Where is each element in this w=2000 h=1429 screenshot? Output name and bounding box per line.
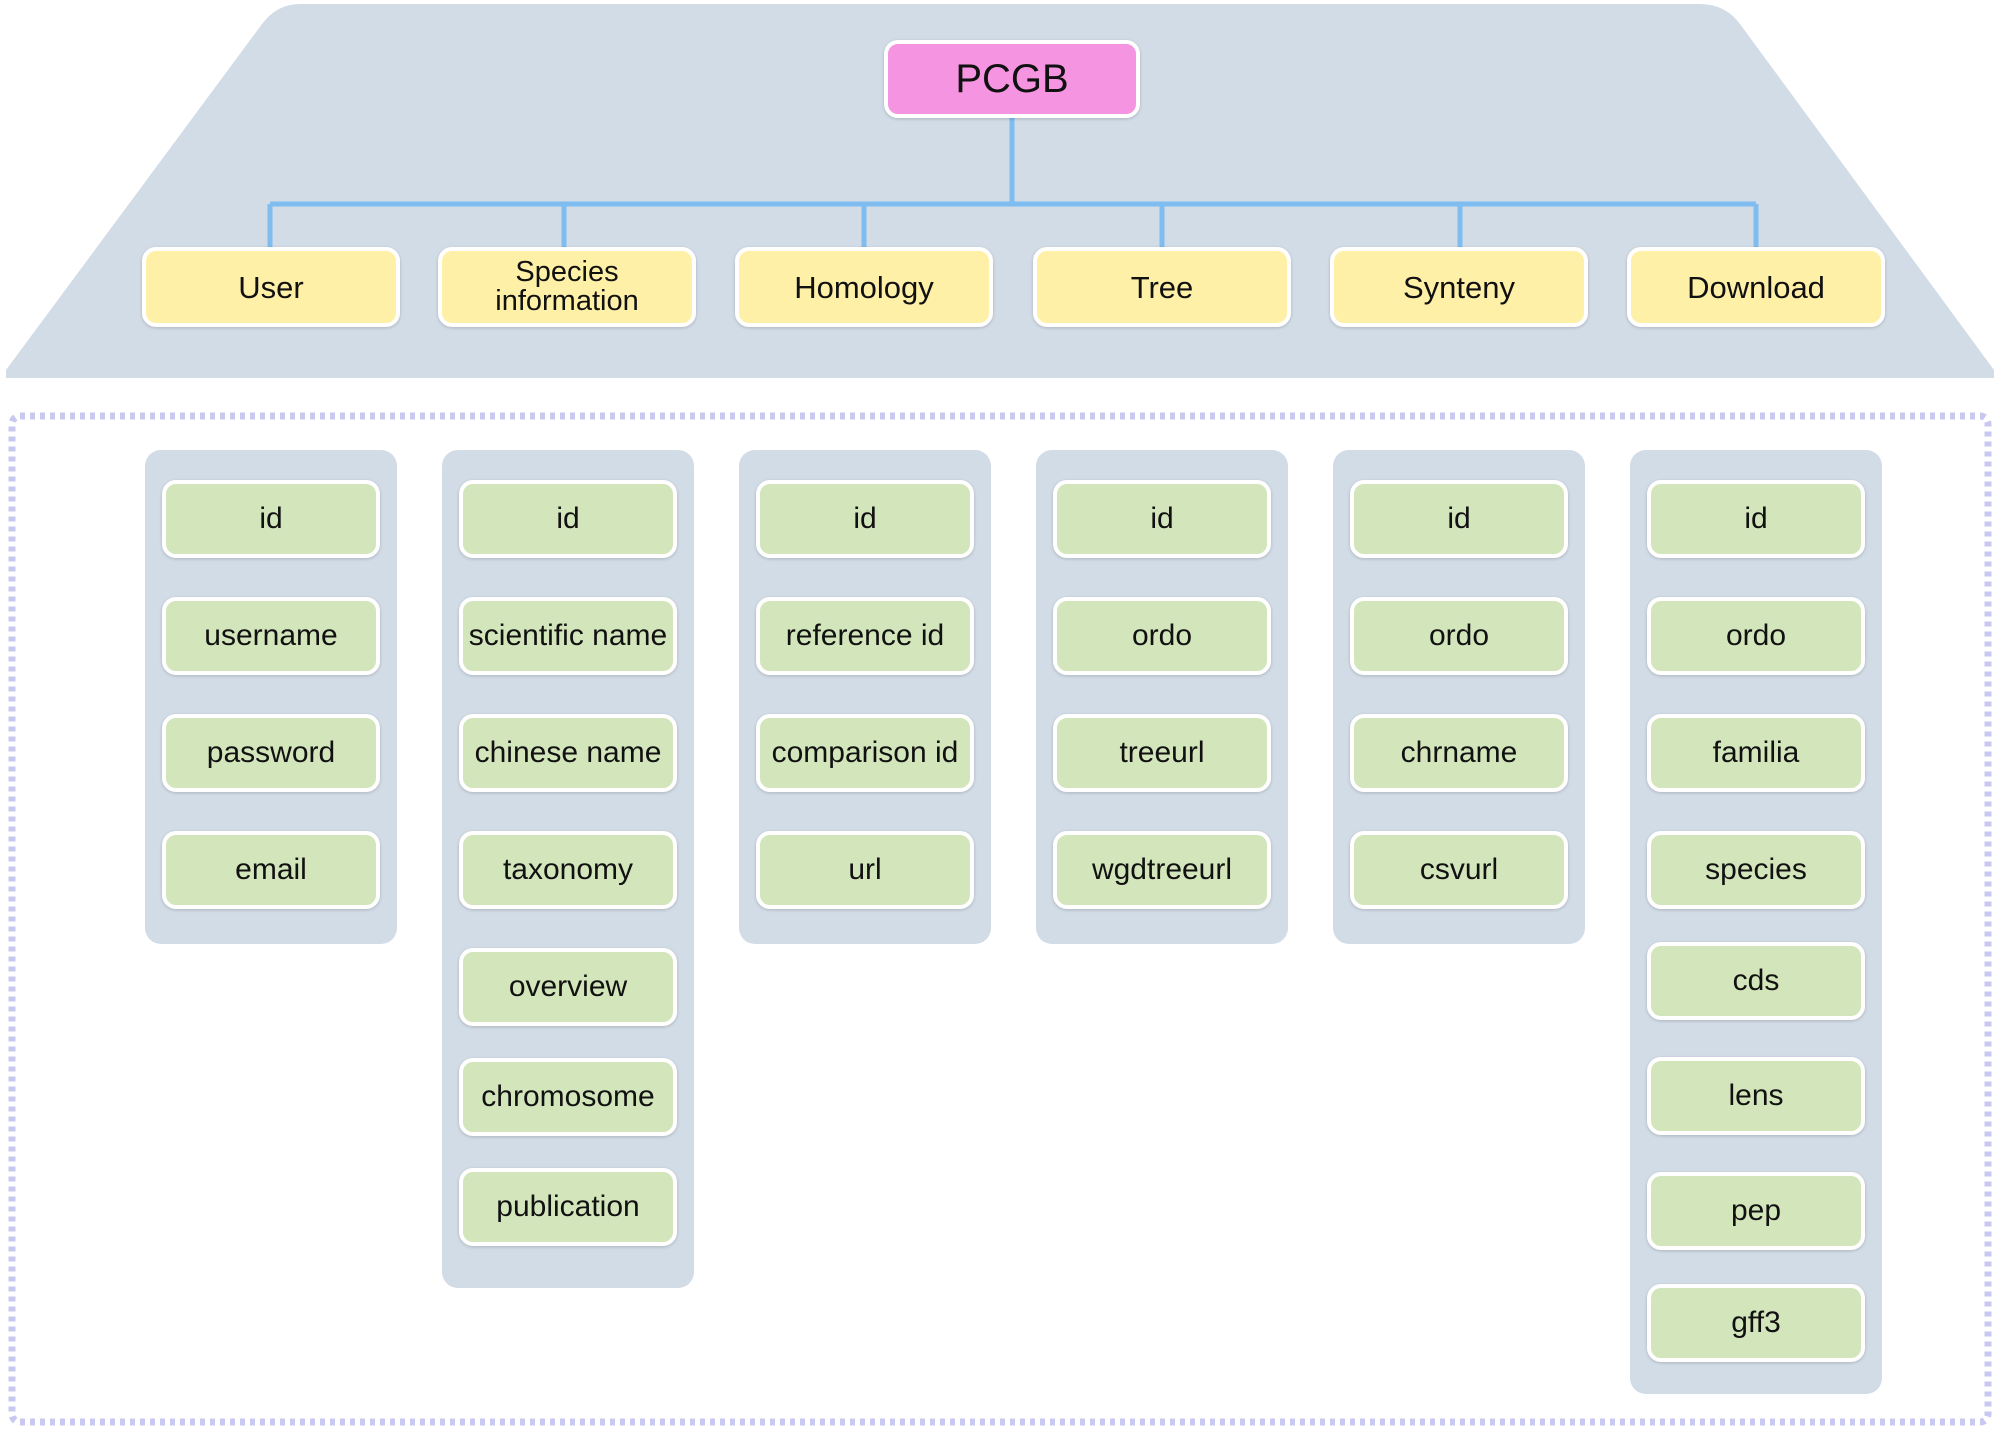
field-box: url	[756, 831, 974, 909]
category-tree: Tree	[1033, 247, 1291, 327]
field-box: scientific name	[459, 597, 677, 675]
field-box: id	[1053, 480, 1271, 558]
field-box: lens	[1647, 1057, 1865, 1135]
field-box: reference id	[756, 597, 974, 675]
field-box: password	[162, 714, 380, 792]
field-box: ordo	[1647, 597, 1865, 675]
field-box: username	[162, 597, 380, 675]
field-box: id	[1647, 480, 1865, 558]
field-box: ordo	[1350, 597, 1568, 675]
category-synteny: Synteny	[1330, 247, 1588, 327]
field-box: taxonomy	[459, 831, 677, 909]
field-box: id	[162, 480, 380, 558]
field-box: species	[1647, 831, 1865, 909]
field-box: id	[1350, 480, 1568, 558]
table-column-download	[1630, 450, 1882, 1394]
field-box: wgdtreeurl	[1053, 831, 1271, 909]
category-species-information-label: Species information	[495, 256, 639, 317]
field-box: publication	[459, 1168, 677, 1246]
root-node: PCGB	[884, 40, 1140, 118]
field-box: id	[459, 480, 677, 558]
field-box: chinese name	[459, 714, 677, 792]
category-download: Download	[1627, 247, 1885, 327]
connectors	[267, 118, 1759, 249]
field-box: csvurl	[1350, 831, 1568, 909]
field-box: cds	[1647, 942, 1865, 1020]
database-area-border	[8, 412, 1992, 1426]
category-user: User	[142, 247, 400, 327]
category-species-information: Species information	[438, 247, 696, 327]
field-box: chromosome	[459, 1058, 677, 1136]
field-box: overview	[459, 948, 677, 1026]
field-box: chrname	[1350, 714, 1568, 792]
field-box: ordo	[1053, 597, 1271, 675]
field-box: id	[756, 480, 974, 558]
field-box: treeurl	[1053, 714, 1271, 792]
category-homology: Homology	[735, 247, 993, 327]
field-box: gff3	[1647, 1284, 1865, 1362]
field-box: pep	[1647, 1172, 1865, 1250]
field-box: familia	[1647, 714, 1865, 792]
field-box: email	[162, 831, 380, 909]
field-box: comparison id	[756, 714, 974, 792]
